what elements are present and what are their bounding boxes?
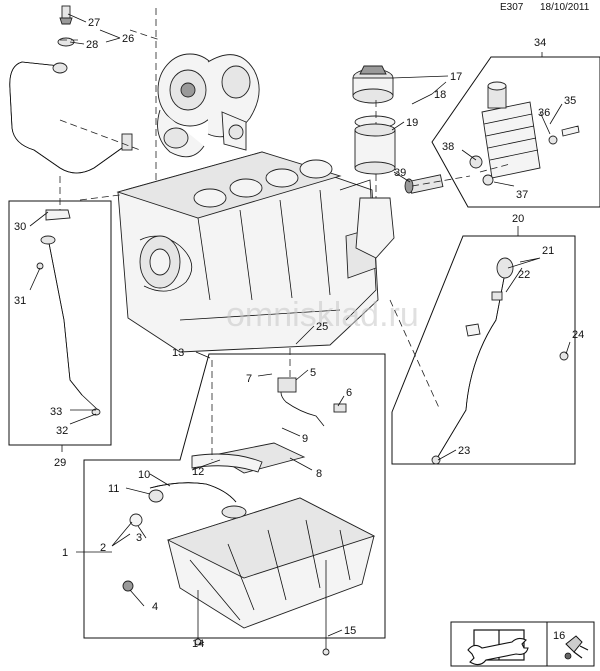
callout-25: 25 — [316, 321, 328, 333]
callout-14: 14 — [192, 638, 204, 650]
callout-21: 21 — [542, 245, 554, 257]
callout-11: 11 — [108, 483, 119, 495]
frame-oil-cooler — [431, 56, 600, 208]
callout-22: 22 — [518, 269, 530, 281]
callout-28: 28 — [86, 39, 98, 51]
wrench-book-icon — [467, 629, 529, 666]
callout-9: 9 — [302, 433, 308, 445]
callout-30: 30 — [14, 221, 26, 233]
callout-8: 8 — [316, 468, 322, 480]
leader-lines — [29, 13, 571, 645]
callout-34: 34 — [534, 37, 546, 49]
callout-19: 19 — [406, 117, 418, 129]
callout-36: 36 — [538, 107, 550, 119]
callout-37: 37 — [516, 189, 528, 201]
callout-39: 39 — [394, 167, 406, 179]
callout-38: 38 — [442, 141, 454, 153]
callout-29: 29 — [54, 457, 66, 469]
callout-18: 18 — [434, 89, 446, 101]
callout-24: 24 — [572, 329, 584, 341]
callout-33: 33 — [50, 406, 62, 418]
callout-17: 17 — [450, 71, 462, 83]
callout-4: 4 — [152, 601, 158, 613]
callout-26: 26 — [122, 33, 134, 45]
callout-15: 15 — [344, 625, 356, 637]
callout-6: 6 — [346, 387, 352, 399]
frame-oil-pan — [83, 353, 386, 639]
watermark: omnisklad.ru — [226, 296, 419, 334]
callout-numbers: 1 2 3 4 5 6 7 8 9 10 11 12 13 14 15 16 1… — [14, 17, 584, 650]
callout-2: 2 — [100, 542, 106, 554]
callout-13: 13 — [172, 347, 184, 359]
oil-return-pipe — [36, 209, 101, 416]
oil-cooler — [469, 81, 580, 186]
callout-3: 3 — [136, 532, 142, 544]
diagram-date: 18/10/2011 — [540, 2, 590, 13]
callout-5: 5 — [310, 367, 316, 379]
callout-16: 16 — [553, 630, 565, 642]
oil-filter-assembly — [352, 65, 444, 259]
turbocharger — [157, 53, 260, 158]
callout-35: 35 — [564, 95, 576, 107]
oil-pan — [122, 377, 376, 656]
callout-10: 10 — [138, 469, 150, 481]
plug-icon — [564, 635, 589, 660]
callout-31: 31 — [14, 295, 26, 307]
callout-32: 32 — [56, 425, 68, 437]
dipstick-tube — [431, 257, 569, 465]
callout-12: 12 — [192, 466, 204, 478]
frame-legend — [450, 621, 595, 667]
frame-dipstick — [391, 235, 576, 465]
turbo-oil-feed-pipe — [9, 5, 133, 174]
callout-23: 23 — [458, 445, 470, 457]
callout-27: 27 — [88, 17, 100, 29]
callout-20: 20 — [512, 213, 524, 225]
callout-1: 1 — [62, 547, 68, 559]
callout-7: 7 — [246, 373, 252, 385]
diagram-code: E307 — [500, 2, 524, 13]
